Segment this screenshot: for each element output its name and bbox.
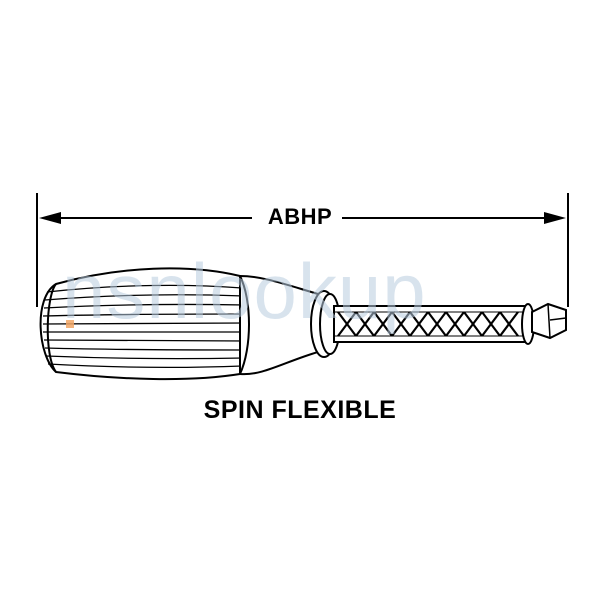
dimension-line [39,212,566,224]
right-arrowhead [544,212,566,224]
watermark-dot [66,320,74,328]
ferrule [239,274,319,376]
hex-tip [531,302,567,340]
dimension-label-text: ABHP [261,204,339,229]
left-arrowhead [39,212,61,224]
shaft-braid [337,311,519,337]
part-caption: SPIN FLEXIBLE [203,396,397,424]
dimension-label: ABHP [0,204,600,230]
flexible-shaft [333,303,535,345]
